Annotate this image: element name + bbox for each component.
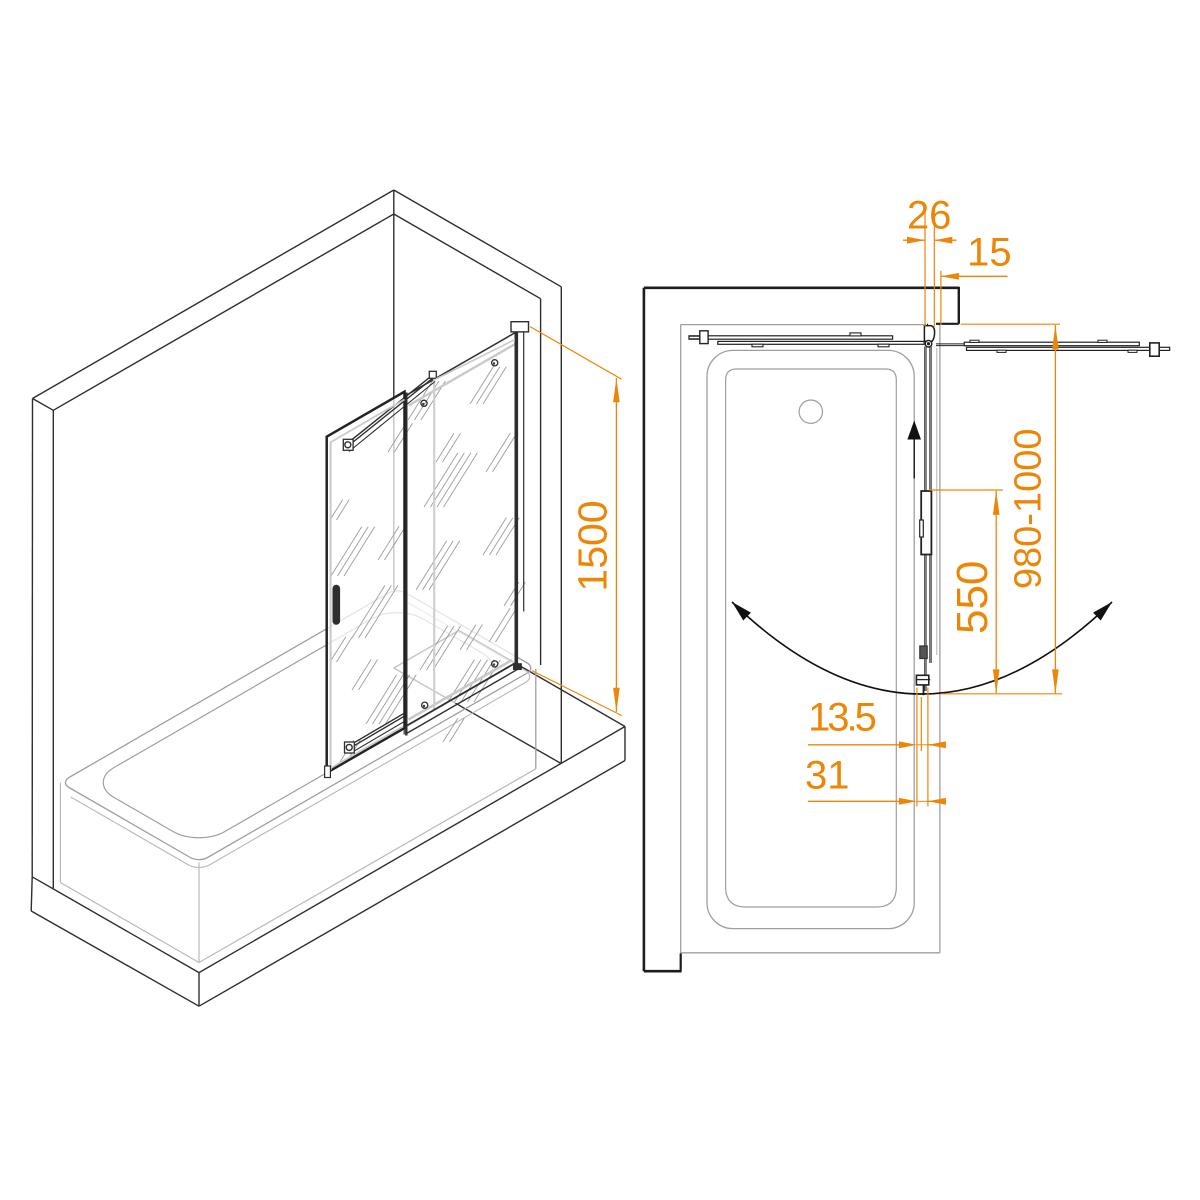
svg-text:980-1000: 980-1000 — [1007, 429, 1049, 590]
svg-text:550: 550 — [948, 561, 997, 634]
svg-text:13.5: 13.5 — [808, 696, 876, 740]
svg-text:26: 26 — [907, 194, 952, 238]
svg-text:31: 31 — [805, 753, 850, 797]
svg-text:1500: 1500 — [570, 500, 616, 591]
svg-text:15: 15 — [967, 230, 1012, 274]
